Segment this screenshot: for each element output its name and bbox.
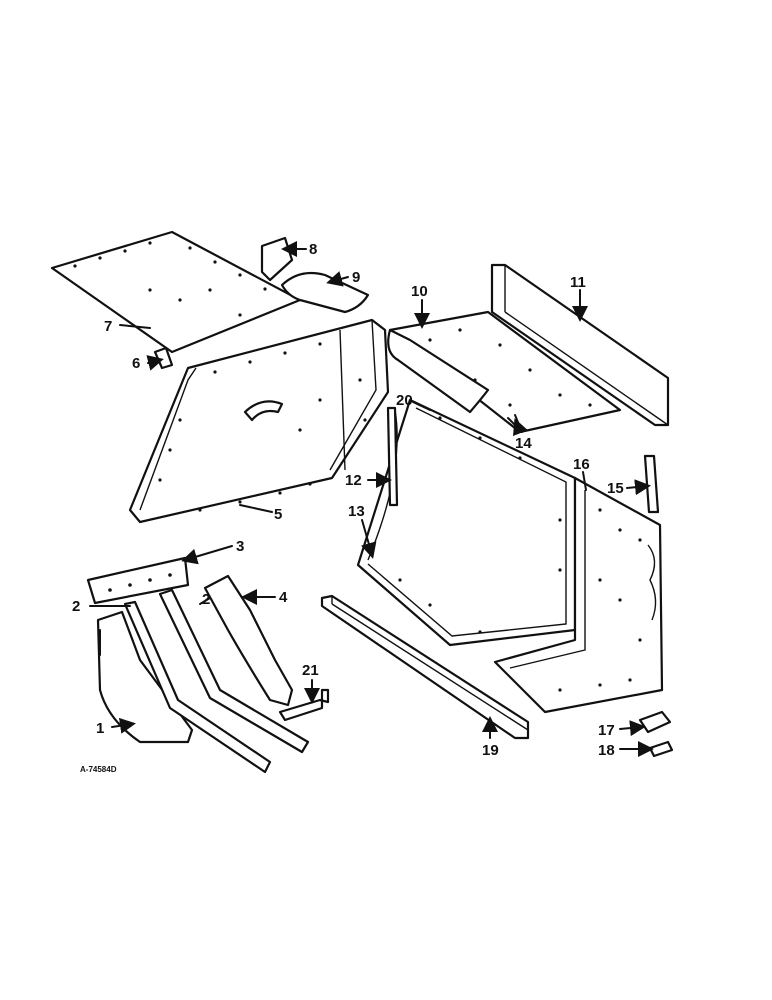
callout-6: 6 (132, 355, 140, 372)
callout-2-left: 2 (72, 598, 80, 615)
part-10-top-sheet (387, 310, 622, 434)
callout-13: 13 (348, 503, 365, 520)
callout-20: 20 (396, 392, 413, 409)
part-21-bracket (278, 688, 330, 722)
part-5-side-panel (128, 318, 390, 524)
part-17-block (638, 710, 672, 734)
callout-17: 17 (598, 722, 615, 739)
part-4-gusset (203, 574, 294, 707)
part-12-vertical-strip (386, 406, 399, 507)
callout-15: 15 (607, 480, 624, 497)
drawing-code: A-74584D (80, 765, 117, 774)
callout-21: 21 (302, 662, 319, 679)
callout-19: 19 (482, 742, 499, 759)
part-11-top-strip (490, 263, 670, 427)
callout-labels: 1 2 2 3 4 5 6 7 8 9 10 11 12 13 14 15 16… (72, 241, 624, 759)
part-16-right-panel (493, 476, 664, 714)
callout-16: 16 (573, 456, 590, 473)
part-19-long-bar (320, 594, 530, 740)
callout-1: 1 (96, 720, 104, 737)
part-3-plate (86, 556, 190, 605)
part-2-rail-left (123, 600, 272, 774)
part-2-rail-right (158, 588, 310, 754)
callout-4: 4 (279, 589, 288, 606)
callout-12: 12 (345, 472, 362, 489)
callout-3: 3 (236, 538, 244, 555)
callout-10: 10 (411, 283, 428, 300)
callout-14: 14 (515, 435, 532, 452)
callout-8: 8 (309, 241, 317, 258)
part-18-small-plate (648, 740, 674, 758)
part-15-small-strip (643, 454, 660, 514)
part-9-channel (280, 271, 370, 314)
callout-18: 18 (598, 742, 615, 759)
callout-7: 7 (104, 318, 112, 335)
leader-lines (89, 241, 654, 757)
callout-11: 11 (570, 274, 586, 291)
callout-5: 5 (274, 506, 282, 523)
part-8-bracket (260, 236, 294, 282)
callout-2-right: 2 (202, 591, 210, 608)
callout-9: 9 (352, 269, 360, 286)
